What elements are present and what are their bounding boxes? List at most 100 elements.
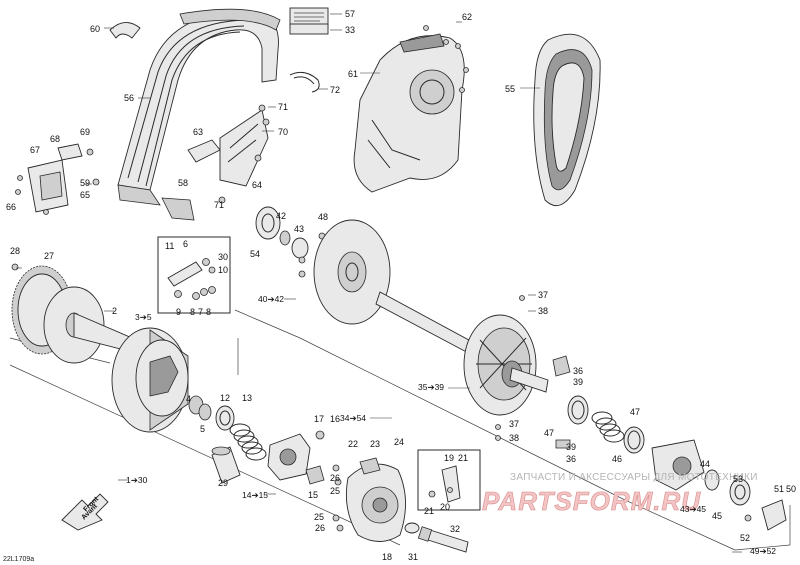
callout-29: 29 xyxy=(218,478,228,488)
callout-ref-35-39: 35➔39 xyxy=(418,382,444,392)
watermark-text: ЗАПЧАСТИ И АКСЕССУАРЫ ДЛЯ МОТОТЕХНИКИ xyxy=(510,472,758,483)
callout-27: 27 xyxy=(44,251,54,261)
callout-15: 15 xyxy=(308,490,318,500)
callout-28: 28 xyxy=(10,246,20,256)
callout-65: 65 xyxy=(80,190,90,200)
callout-19: 19 xyxy=(444,453,454,463)
watermark: ЗАПЧАСТИ И АКСЕССУАРЫ ДЛЯ МОТОТЕХНИКИ PA… xyxy=(482,472,758,516)
callout-21-bottom: 21 xyxy=(424,506,434,516)
drawing-code: 22L1709a xyxy=(3,556,34,563)
hairpin-clip-72 xyxy=(289,71,320,93)
pulley-bolt-32 xyxy=(404,522,469,553)
callout-30: 30 xyxy=(218,252,228,262)
callout-56: 56 xyxy=(124,93,134,103)
callout-51: 51 xyxy=(774,484,784,494)
bracket-assembly xyxy=(187,71,320,204)
callout-10: 10 xyxy=(218,265,228,275)
callout-48: 48 xyxy=(318,212,328,222)
driven-moving-sheave xyxy=(463,295,571,441)
callout-71-top: 71 xyxy=(278,102,288,112)
callout-53: 53 xyxy=(733,474,743,484)
callout-17: 17 xyxy=(314,414,324,424)
callout-22: 22 xyxy=(348,439,358,449)
callout-24: 24 xyxy=(394,437,404,447)
callout-38: 38 xyxy=(538,306,548,316)
callout-26-bottom: 26 xyxy=(315,523,325,533)
callout-70: 70 xyxy=(278,127,288,137)
callout-13: 13 xyxy=(242,393,252,403)
callout-71-bottom: 71 xyxy=(214,200,224,210)
callout-62: 62 xyxy=(462,12,472,22)
callout-12: 12 xyxy=(220,393,230,403)
callout-25-top: 25 xyxy=(330,486,340,496)
callout-36-top: 36 xyxy=(573,366,583,376)
drive-belt-55 xyxy=(533,33,601,207)
callout-2: 2 xyxy=(112,306,117,316)
callout-59: 59 xyxy=(80,178,90,188)
callout-45: 45 xyxy=(712,511,722,521)
callout-47-left: 47 xyxy=(544,428,554,438)
watermark-logo: PARTSFORM.RU xyxy=(482,486,701,516)
callout-63: 63 xyxy=(193,127,203,137)
callout-ref-49-52: 49➔52 xyxy=(750,546,776,556)
callout-32: 32 xyxy=(450,524,460,534)
drive-pulley-assembly xyxy=(11,263,138,364)
callout-20: 20 xyxy=(440,502,450,512)
spring-13 xyxy=(229,423,267,461)
callout-47-right: 47 xyxy=(630,407,640,417)
callout-31: 31 xyxy=(408,552,418,562)
callout-6: 6 xyxy=(183,239,188,249)
callout-7: 7 xyxy=(198,307,203,317)
callout-21-top: 21 xyxy=(458,453,468,463)
callout-38-bottom: 38 xyxy=(509,433,519,443)
callout-33: 33 xyxy=(345,25,355,35)
driven-shaft xyxy=(375,291,479,357)
callout-9: 9 xyxy=(176,307,181,317)
callout-18: 18 xyxy=(382,552,392,562)
callout-68: 68 xyxy=(50,134,60,144)
callout-ref-14-15: 14➔15 xyxy=(242,490,268,500)
callout-5: 5 xyxy=(200,424,205,434)
ramp-detail-box xyxy=(417,449,481,511)
callout-44: 44 xyxy=(700,459,710,469)
chassis-guard-assembly xyxy=(109,7,329,221)
callout-ref-3-5: 3➔5 xyxy=(135,312,152,322)
callout-46: 46 xyxy=(612,454,622,464)
driven-fixed-sheave xyxy=(255,206,479,357)
callout-37-bottom: 37 xyxy=(509,419,519,429)
callout-ref-43-45: 43➔45 xyxy=(680,504,706,514)
callout-67: 67 xyxy=(30,145,40,155)
callout-39-top: 39 xyxy=(573,377,583,387)
callout-16: 16 xyxy=(330,414,340,424)
callout-58: 58 xyxy=(178,178,188,188)
callout-36-bottom: 36 xyxy=(566,454,576,464)
spring-and-bushing xyxy=(211,423,267,484)
callout-66: 66 xyxy=(6,202,16,212)
front-direction-arrow: Front Avant xyxy=(61,493,109,531)
driven-spring xyxy=(591,411,625,443)
callout-8-a: 8 xyxy=(190,307,195,317)
callout-11: 11 xyxy=(165,241,174,251)
sliding-sheave-18 xyxy=(332,457,406,542)
callout-64: 64 xyxy=(252,180,262,190)
callout-52: 52 xyxy=(740,533,750,543)
decal-33 xyxy=(289,23,329,35)
callout-4: 4 xyxy=(186,394,191,404)
callout-labels: 60 57 33 62 56 61 72 55 71 63 70 68 69 6… xyxy=(6,9,796,562)
bumper-pad-60 xyxy=(109,22,141,39)
callout-60: 60 xyxy=(90,24,100,34)
roller-arm-detail-box xyxy=(157,236,231,314)
callout-72: 72 xyxy=(330,85,340,95)
small-bracket-assembly xyxy=(15,143,100,215)
callout-37-top: 37 xyxy=(538,290,548,300)
callout-25-bottom: 25 xyxy=(314,512,324,522)
spider-assembly xyxy=(267,430,325,485)
callout-ref-40-42: 40➔42 xyxy=(258,294,284,304)
callout-ref-1-30: 1➔30 xyxy=(126,475,148,485)
callout-26-top: 26 xyxy=(330,473,340,483)
callout-42: 42 xyxy=(276,211,286,221)
callout-39-bottom: 39 xyxy=(566,442,576,452)
callout-23: 23 xyxy=(370,439,380,449)
callout-55: 55 xyxy=(505,84,515,94)
